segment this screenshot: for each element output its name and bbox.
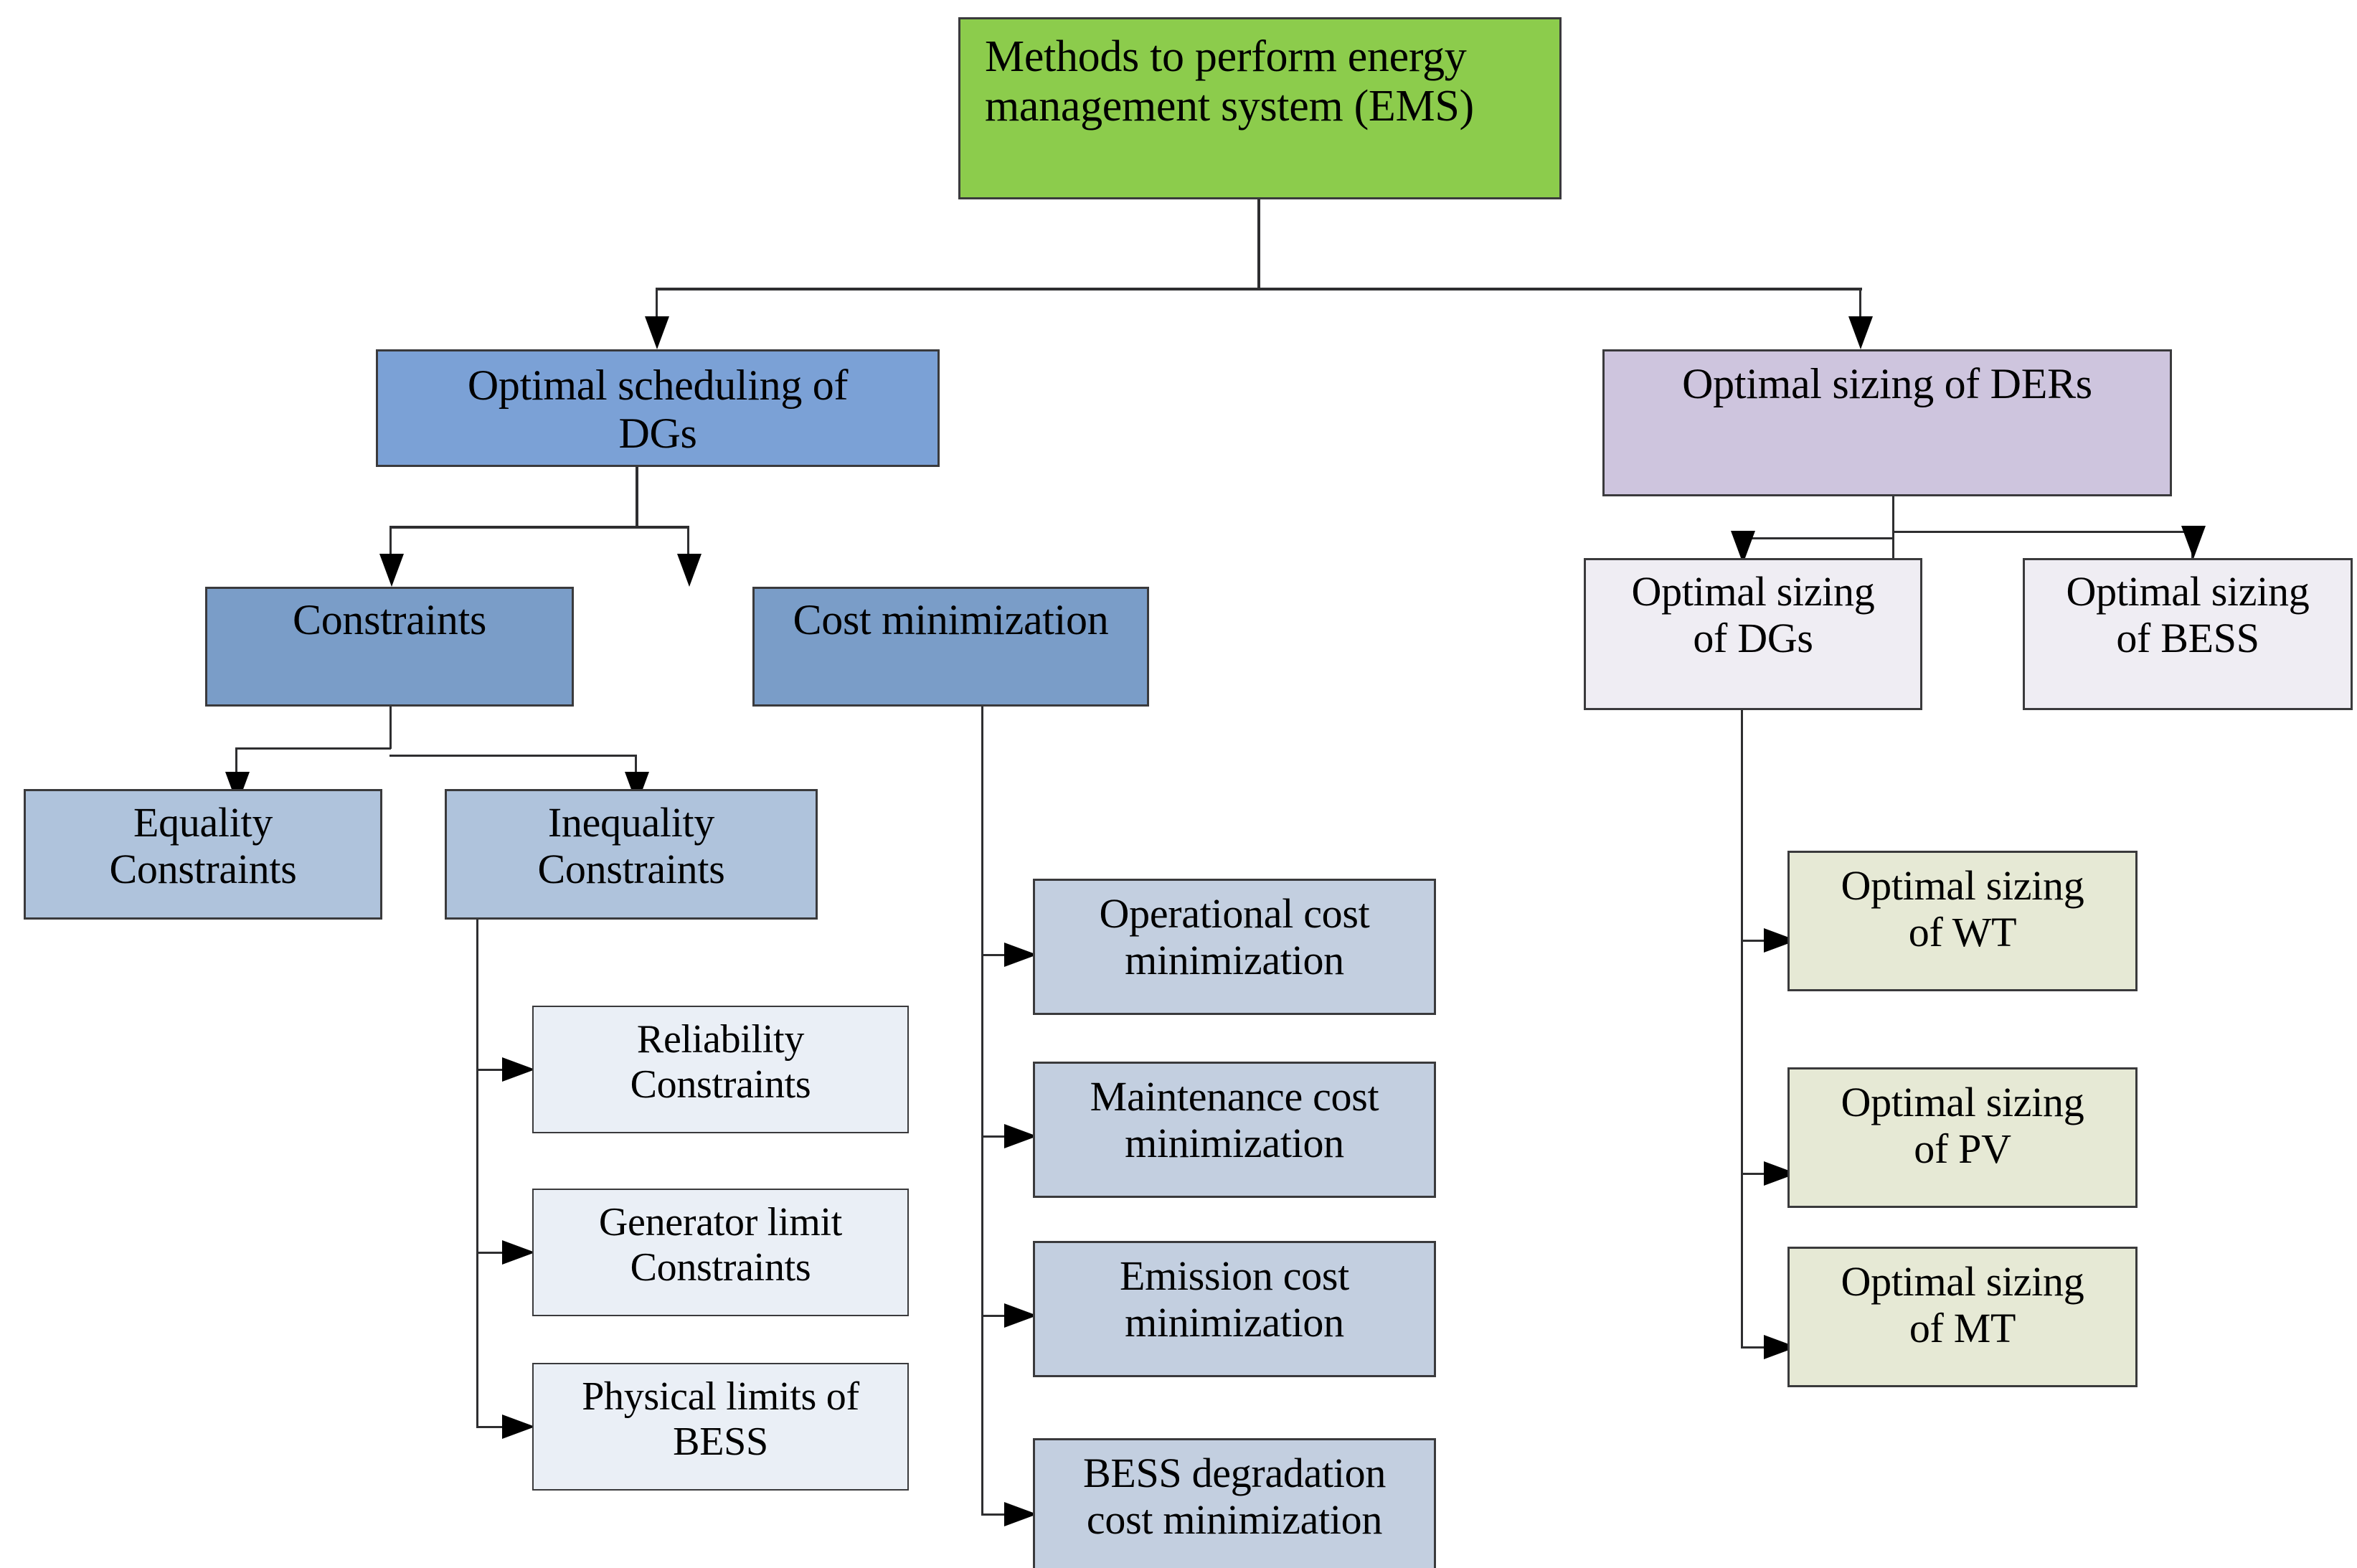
arrowhead-root-to-scheduling <box>645 316 669 349</box>
node-reliability-constraints-label: Reliability Constraints <box>630 1017 811 1107</box>
arrowhead-cost-to-emission <box>1004 1303 1037 1328</box>
node-generator-limit-constraints[interactable]: Generator limit Constraints <box>532 1189 909 1316</box>
edge-scheduling-to-constraints <box>389 526 392 569</box>
edge-inequality-to-reliability <box>476 1069 516 1071</box>
node-optimal-scheduling-dgs-label: Optimal scheduling of DGs <box>467 362 849 458</box>
node-cost-minimization[interactable]: Cost minimization <box>752 587 1149 707</box>
arrowhead-inequality-to-reliability <box>502 1057 535 1082</box>
node-optimal-sizing-bess-label: Optimal sizing of BESS <box>2066 568 2310 661</box>
node-bess-degradation-cost-minimization[interactable]: BESS degradation cost minimization <box>1033 1438 1436 1568</box>
edge-root-stem <box>1257 199 1260 291</box>
node-optimal-sizing-wt-label: Optimal sizing of WT <box>1841 862 2084 955</box>
node-optimal-sizing-bess[interactable]: Optimal sizing of BESS <box>2023 558 2353 710</box>
arrowhead-inequality-to-physbess <box>502 1414 535 1439</box>
edge-cost-to-bess <box>981 1513 1017 1516</box>
node-maintenance-cost-minimization-label: Maintenance cost minimization <box>1090 1073 1379 1166</box>
node-constraints[interactable]: Constraints <box>205 587 574 707</box>
node-reliability-constraints[interactable]: Reliability Constraints <box>532 1006 909 1133</box>
arrowhead-cost-to-operational <box>1004 943 1037 967</box>
edge-constraints-to-equality <box>235 747 237 788</box>
node-maintenance-cost-minimization[interactable]: Maintenance cost minimization <box>1033 1062 1436 1198</box>
arrowhead-scheduling-to-constraints <box>379 554 404 587</box>
arrowhead-ders-to-sizing-bess <box>2181 526 2206 559</box>
arrowhead-root-to-sizing-ders <box>1848 316 1873 349</box>
edge-inequality-to-genlimit <box>476 1252 516 1254</box>
edge-scheduling-to-cost <box>687 526 689 569</box>
edge-cost-rail <box>981 707 983 1516</box>
node-optimal-sizing-pv[interactable]: Optimal sizing of PV <box>1787 1067 2138 1208</box>
node-optimal-sizing-pv-label: Optimal sizing of PV <box>1841 1079 2084 1172</box>
edge-inequality-rail <box>476 920 478 1427</box>
edge-root-split-bar <box>656 288 1862 291</box>
node-optimal-sizing-ders[interactable]: Optimal sizing of DERs <box>1602 349 2172 496</box>
edge-inequality-to-physbess <box>476 1426 516 1428</box>
node-generator-limit-constraints-label: Generator limit Constraints <box>598 1200 843 1290</box>
node-root[interactable]: Methods to perform energy management sys… <box>958 17 1562 199</box>
node-inequality-constraints-label: Inequality Constraints <box>537 799 725 892</box>
node-equality-constraints-label: Equality Constraints <box>109 799 297 892</box>
node-physical-limits-bess[interactable]: Physical limits of BESS <box>532 1363 909 1491</box>
edge-dgs-to-mt <box>1741 1346 1777 1349</box>
edge-ders-stem <box>1892 496 1894 586</box>
node-operational-cost-minimization-label: Operational cost minimization <box>1099 890 1370 983</box>
node-optimal-sizing-ders-label: Optimal sizing of DERs <box>1682 360 2092 407</box>
edge-ders-split-right <box>1892 531 2193 533</box>
arrowhead-cost-to-maintenance <box>1004 1124 1037 1148</box>
node-emission-cost-minimization-label: Emission cost minimization <box>1120 1252 1349 1346</box>
node-cost-minimization-label: Cost minimization <box>793 596 1109 643</box>
node-optimal-sizing-dgs-label: Optimal sizing of DGs <box>1631 568 1875 661</box>
edge-sizing-dgs-rail <box>1741 710 1743 1349</box>
node-constraints-label: Constraints <box>292 596 487 643</box>
edge-root-to-sizing-ders <box>1859 288 1861 332</box>
node-emission-cost-minimization[interactable]: Emission cost minimization <box>1033 1241 1436 1377</box>
arrowhead-cost-to-bess <box>1004 1502 1037 1526</box>
edge-cost-to-operational <box>981 954 1017 956</box>
edge-cost-to-maintenance <box>981 1135 1017 1138</box>
edge-ders-split-left <box>1741 537 1894 539</box>
edge-dgs-to-pv <box>1741 1173 1777 1175</box>
edge-constraints-stem <box>389 707 392 749</box>
node-physical-limits-bess-label: Physical limits of BESS <box>582 1374 859 1464</box>
edge-cost-to-emission <box>981 1315 1017 1317</box>
node-optimal-sizing-dgs[interactable]: Optimal sizing of DGs <box>1584 558 1922 710</box>
edge-root-to-scheduling <box>656 288 658 332</box>
arrowhead-inequality-to-genlimit <box>502 1240 535 1265</box>
node-root-label: Methods to perform energy management sys… <box>985 32 1474 131</box>
arrowhead-scheduling-to-cost <box>677 554 702 587</box>
edge-scheduling-split-bar <box>389 526 689 529</box>
edge-dgs-to-wt <box>1741 940 1777 942</box>
node-inequality-constraints[interactable]: Inequality Constraints <box>445 789 818 920</box>
edge-constraints-split-left <box>235 747 391 750</box>
edge-constraints-split-right <box>389 755 637 757</box>
node-optimal-sizing-mt-label: Optimal sizing of MT <box>1841 1258 2084 1351</box>
node-equality-constraints[interactable]: Equality Constraints <box>24 789 382 920</box>
node-optimal-sizing-wt[interactable]: Optimal sizing of WT <box>1787 851 2138 991</box>
node-optimal-scheduling-dgs[interactable]: Optimal scheduling of DGs <box>376 349 940 467</box>
edge-scheduling-stem <box>636 467 638 529</box>
node-optimal-sizing-mt[interactable]: Optimal sizing of MT <box>1787 1247 2138 1387</box>
node-operational-cost-minimization[interactable]: Operational cost minimization <box>1033 879 1436 1015</box>
node-bess-degradation-cost-minimization-label: BESS degradation cost minimization <box>1082 1450 1387 1543</box>
